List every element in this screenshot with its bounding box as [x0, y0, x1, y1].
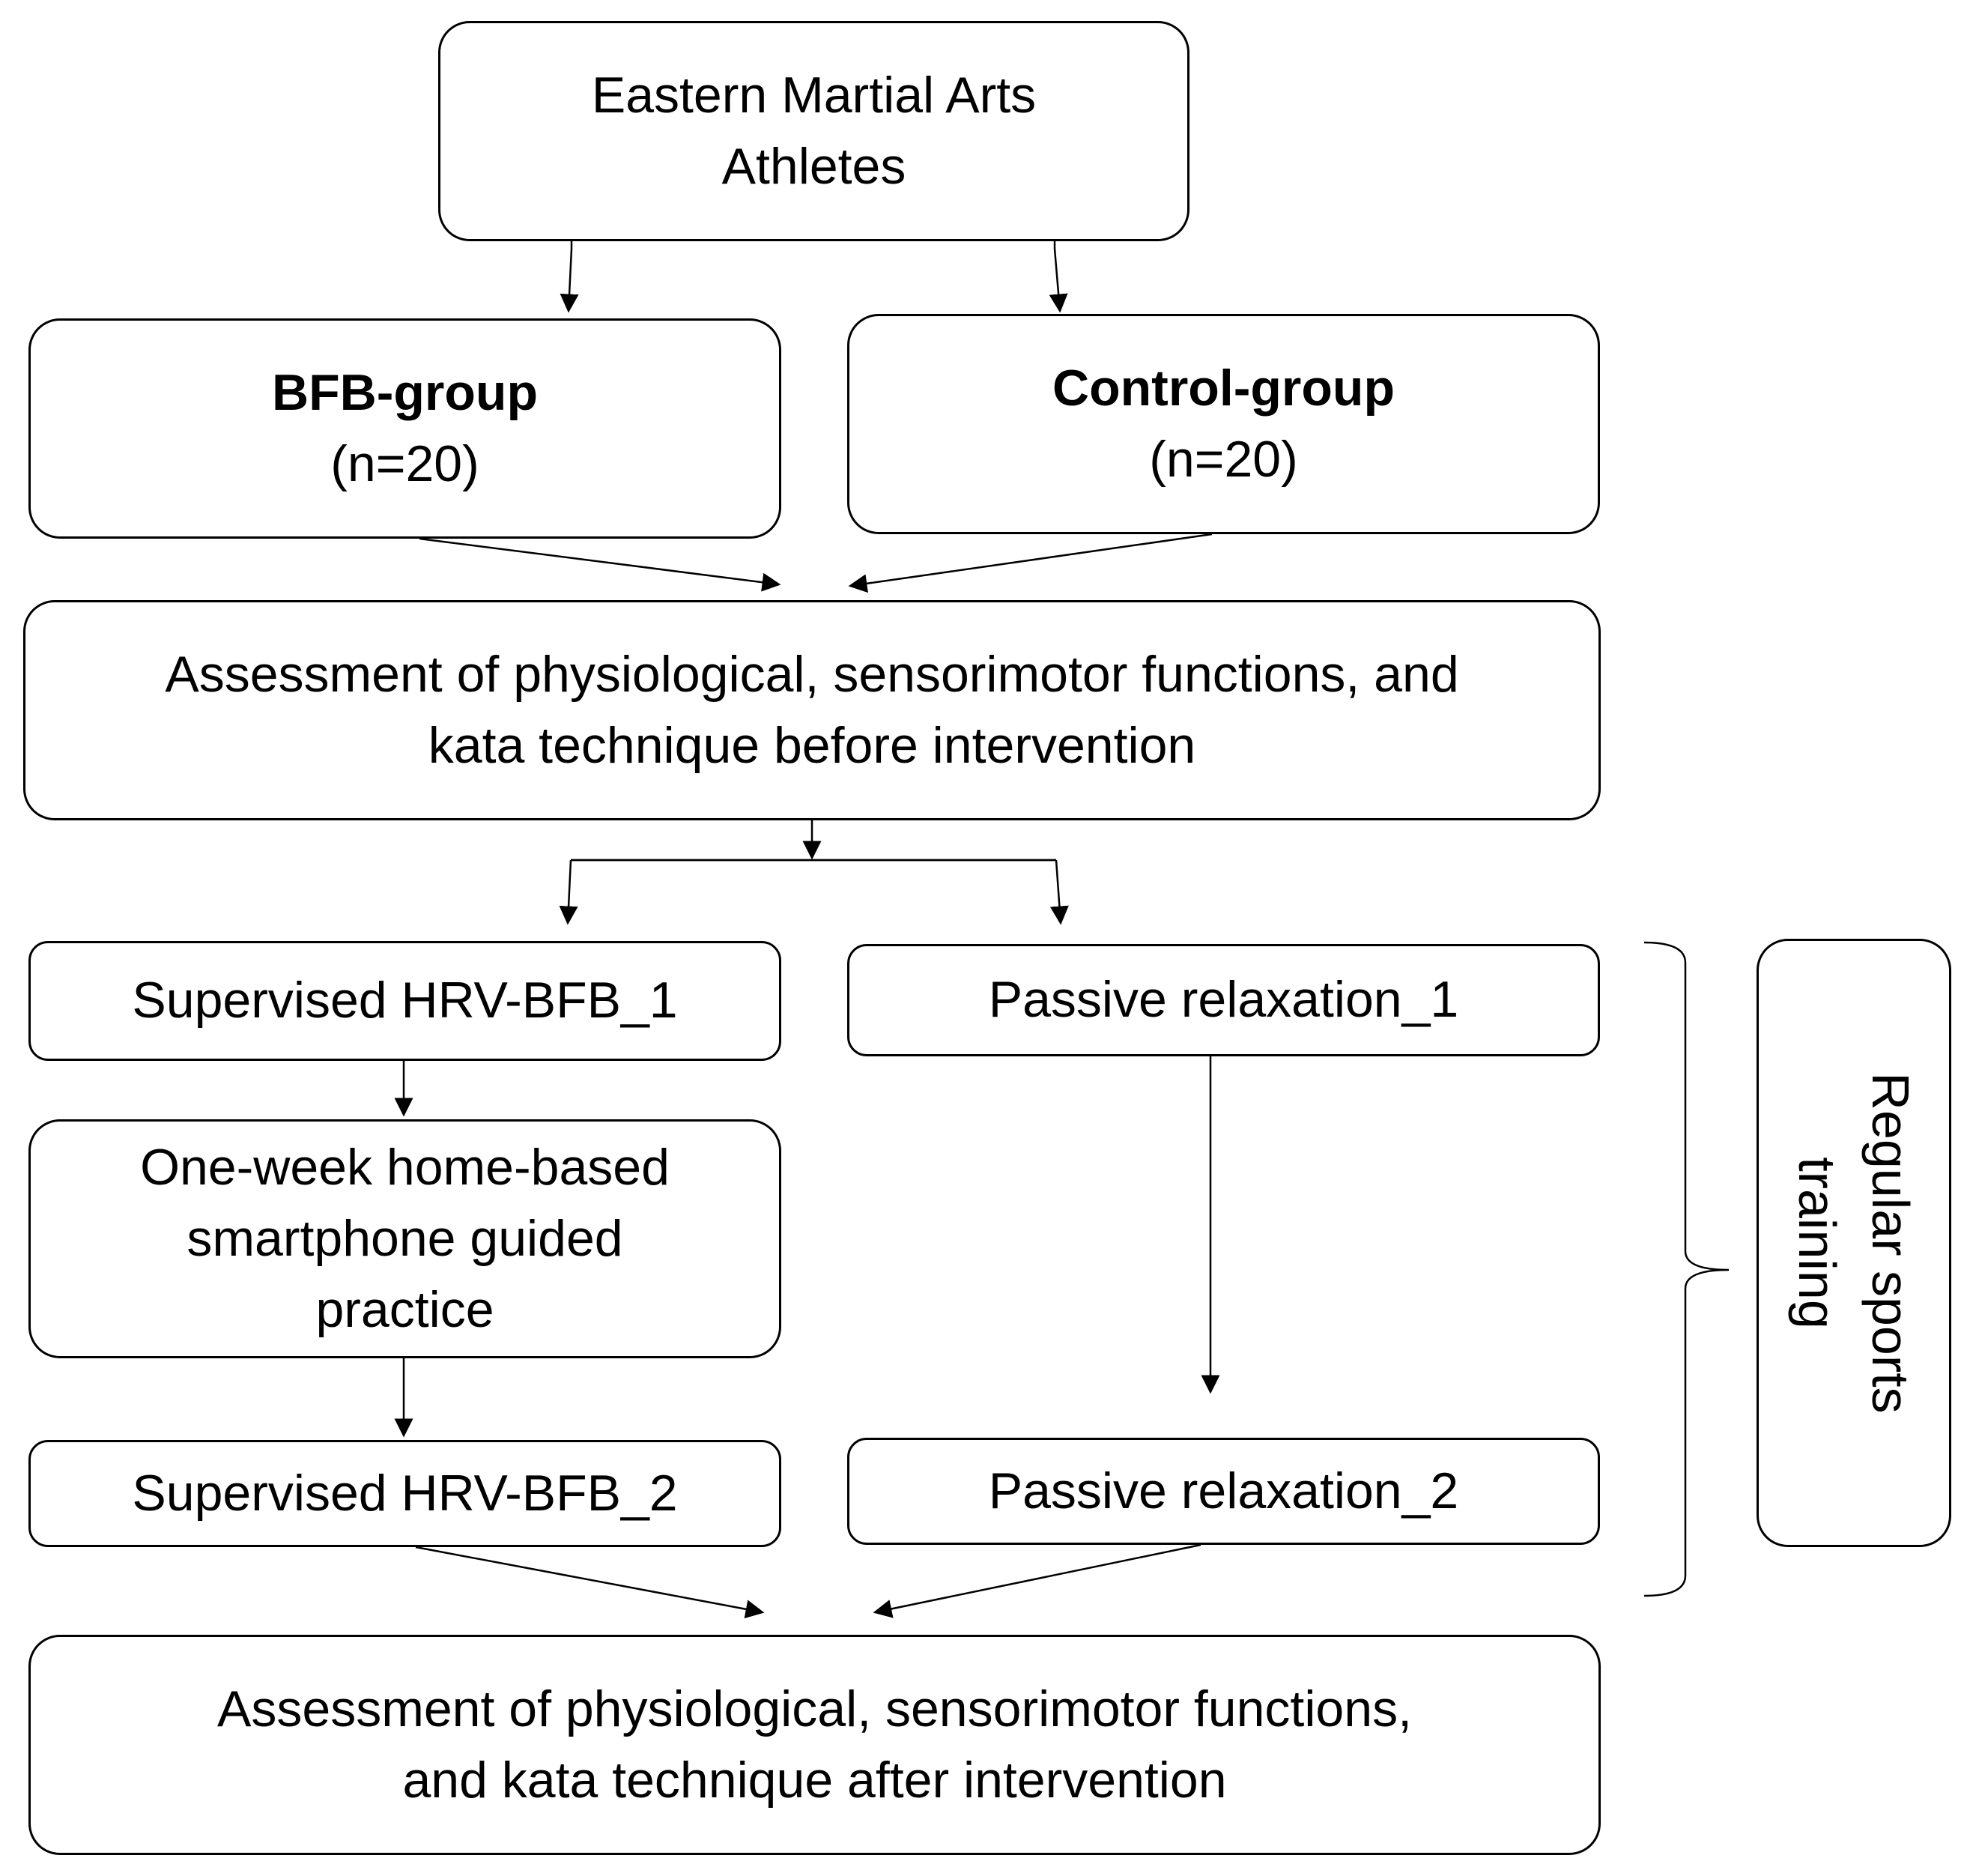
- arrow-to-bfb-step1: [559, 859, 578, 925]
- bfb-step-1-box: Supervised HRV-BFB_1: [28, 941, 781, 1061]
- arrow-control-to-assessment: [848, 533, 1213, 593]
- arrow-bfb-to-assessment: [419, 537, 781, 592]
- bfb-group-title: BFB-group: [271, 363, 538, 421]
- bfb-step-2-box: One-week home-based smartphone guided pr…: [28, 1119, 781, 1358]
- bfb-step-1-label: Supervised HRV-BFB_1: [132, 972, 678, 1029]
- regular-training-box: Regular sports training: [1757, 939, 1951, 1547]
- bfb-group-count: (n=20): [330, 435, 479, 492]
- bfb-step-3-box: Supervised HRV-BFB_2: [28, 1440, 781, 1547]
- control-group-box: Control-group (n=20): [847, 314, 1600, 534]
- bfb-step-3-label: Supervised HRV-BFB_2: [132, 1464, 678, 1522]
- arrow-to-bfb-group: [560, 248, 579, 313]
- bfb-step-2-line-2: smartphone guided: [187, 1209, 623, 1267]
- arrow-bfb-step3-to-after: [415, 1546, 765, 1619]
- assessment-after-line-1: Assessment of physiological, sensorimoto…: [217, 1680, 1412, 1737]
- regular-training-line-2: training: [1788, 1157, 1846, 1329]
- arrow-control-step2-to-after: [873, 1543, 1201, 1618]
- curly-brace: [1643, 941, 1730, 1597]
- regular-training-line-1: Regular sports: [1861, 1072, 1920, 1414]
- assessment-after-box: Assessment of physiological, sensorimoto…: [28, 1635, 1601, 1855]
- arrow-to-control-step1: [1049, 859, 1069, 925]
- assessment-before-box: Assessment of physiological, sensorimoto…: [23, 600, 1601, 820]
- bfb-group-box: BFB-group (n=20): [28, 318, 781, 539]
- start-box: Eastern Martial Arts Athletes: [438, 21, 1189, 241]
- control-step-1-box: Passive relaxation_1: [847, 944, 1600, 1056]
- assessment-before-line-2: kata technique before intervention: [428, 717, 1196, 774]
- assessment-before-line-1: Assessment of physiological, sensorimoto…: [165, 645, 1459, 703]
- assessment-after-line-2: and kata technique after intervention: [402, 1752, 1227, 1809]
- control-group-title: Control-group: [1052, 359, 1395, 417]
- control-group-count: (n=20): [1149, 431, 1298, 488]
- start-line-1: Eastern Martial Arts: [591, 66, 1037, 124]
- start-line-2: Athletes: [721, 138, 906, 195]
- regular-training-text: Regular sports training: [1780, 1072, 1927, 1413]
- control-step-2-box: Passive relaxation_2: [847, 1438, 1600, 1545]
- control-step-2-label: Passive relaxation_2: [988, 1462, 1459, 1519]
- bfb-step-2-line-3: practice: [315, 1281, 494, 1339]
- arrow-to-control-group: [1049, 248, 1068, 313]
- control-step-1-label: Passive relaxation_1: [988, 971, 1459, 1029]
- bfb-step-2-line-1: One-week home-based: [140, 1138, 670, 1196]
